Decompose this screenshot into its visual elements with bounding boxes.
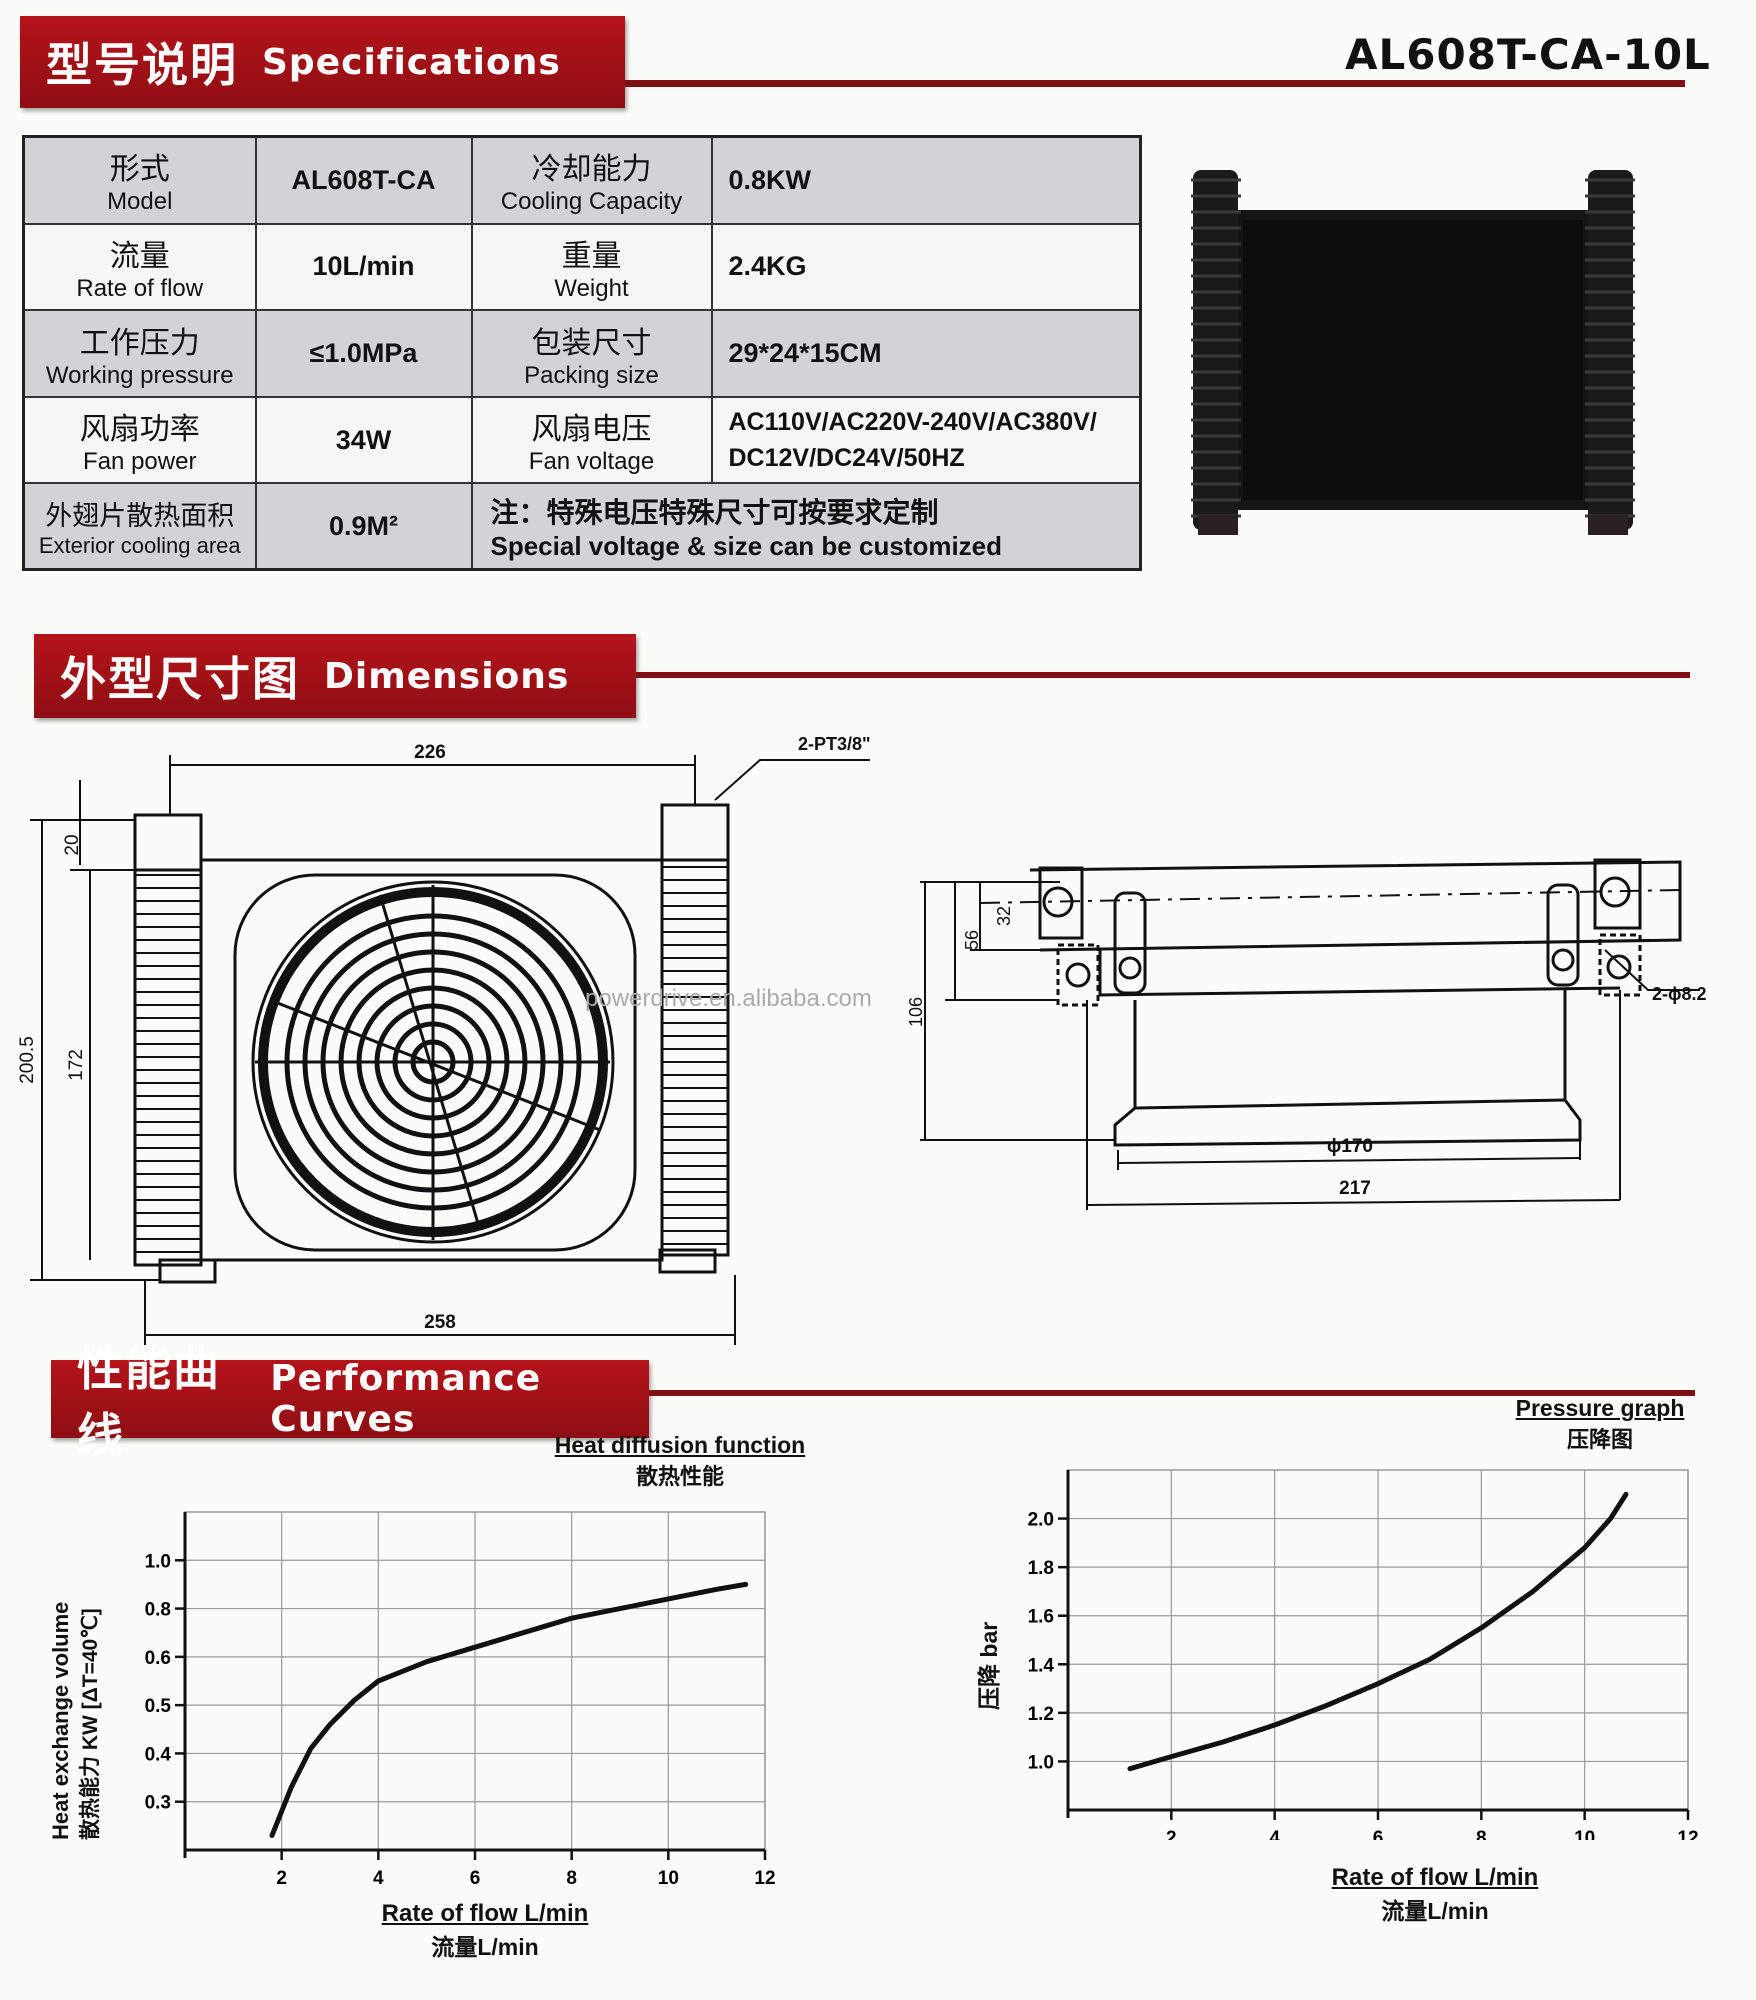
y-tick-label: 2.0 [1028,1510,1054,1531]
dim-56: 56 [962,930,982,950]
x-tick-label: 12 [1677,1828,1698,1840]
dim-172: 172 [66,1049,87,1081]
section-title-en: Performance Curves [270,1358,542,1440]
value-cell: 2.4KG [710,222,1142,312]
value-cell: 29*24*15CM [710,309,1142,398]
x-tick-label: 2 [276,1868,287,1889]
dim-226: 226 [414,742,446,763]
x-tick-label: 10 [658,1868,679,1889]
value-cell: 0.8KW [710,135,1142,225]
section-title-cn: 性能曲线 [77,1342,221,1462]
dimensions-rule [636,672,1690,678]
x-tick-label: 6 [470,1868,481,1889]
y-tick-label: 1.6 [1028,1607,1054,1628]
x-tick-label: 2 [1166,1828,1177,1840]
dim-217: 217 [1339,1178,1371,1199]
x-tick-label: 4 [1269,1828,1280,1840]
specifications-banner: 型号说明 Specifications [20,16,625,108]
performance-banner: 性能曲线 Performance Curves [51,1342,649,1462]
dim-port: 2-PT3/8" [798,734,871,754]
x-tick-label: 10 [1574,1828,1595,1840]
x-tick-label: 4 [373,1868,384,1889]
value-cell: AL608T-CA [254,135,473,225]
y-tick-label: 1.0 [145,1551,171,1572]
y-tick-label: 0.8 [145,1600,171,1621]
watermark: powerdrive.en.alibaba.com [585,985,872,1012]
y-tick-label: 1.4 [1028,1655,1055,1676]
x-tick-label: 12 [754,1868,775,1889]
dim-106: 106 [906,997,926,1027]
dim-fan-dia: ϕ170 [1327,1136,1373,1157]
model-code: AL608T-CA-10L [1345,30,1711,79]
y-tick-label: 0.3 [145,1793,171,1814]
heat-diffusion-chart: 2 4 6 8 10 12 0.3 0.4 0.5 0.6 0.8 1.0 [145,1511,776,1889]
value-cell: 0.9M² [254,482,473,571]
x-tick-label: 6 [1373,1828,1384,1840]
dim-20: 20 [62,834,83,855]
chart1-ylabel: Heat exchange volume 散热能力 KW [ΔT=40℃] [48,1601,102,1840]
y-tick-label: 0.6 [145,1648,171,1669]
dim-32: 32 [994,906,1014,926]
side-view-drawing: ϕ170 217 2-ϕ8.2 32 56 106 [906,858,1707,1210]
pressure-chart: 2 4 6 8 10 12 1.0 1.2 1.4 1.6 1.8 2.0 [1028,1469,1699,1840]
header-rule [625,80,1685,87]
value-cell: AC110V/AC220V-240V/AC380V/ DC12V/DC24V/5… [710,395,1142,485]
series-line-heat [269,1581,749,1838]
chart2-ylabel: 压降 bar [976,1621,1002,1710]
y-tick-label: 0.4 [145,1744,172,1765]
front-view-drawing: 226 258 2-PT3/8" 200.5 20 172 [17,734,871,1345]
y-tick-label: 0.5 [145,1696,172,1717]
x-tick-label: 8 [566,1868,577,1889]
section-title-cn: 外型尺寸图 [60,652,300,706]
x-tick-label: 8 [1476,1828,1487,1840]
section-title-en: Dimensions [324,655,570,697]
dim-258: 258 [424,1312,456,1333]
value-cell: 10L/min [254,222,473,312]
performance-rule [649,1390,1695,1396]
product-photo [1191,170,1635,535]
y-tick-label: 1.8 [1028,1558,1054,1579]
dim-200-5: 200.5 [17,1036,38,1084]
dim-holes: 2-ϕ8.2 [1652,984,1707,1004]
value-cell: ≤1.0MPa [254,309,473,398]
y-tick-label: 1.0 [1028,1752,1054,1773]
y-tick-label: 1.2 [1028,1704,1054,1725]
section-title-en: Specifications [262,41,561,83]
series-line-pressure [1127,1491,1629,1772]
section-title-cn: 型号说明 [46,38,238,92]
value-cell: 34W [254,395,473,485]
dimensions-banner: 外型尺寸图 Dimensions [34,634,636,718]
